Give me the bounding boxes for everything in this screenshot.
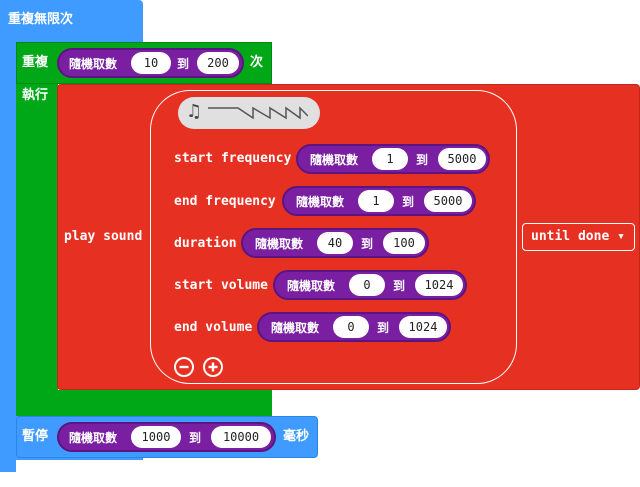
end-volume-label: end volume — [174, 320, 253, 335]
duration-label: duration — [174, 236, 237, 251]
pause-label: 暫停 — [22, 429, 49, 444]
random-label: 隨機取數 — [69, 57, 118, 71]
start-frequency-label: start frequency — [174, 151, 292, 166]
random-to-label: 到 — [393, 279, 406, 293]
random-from-input[interactable]: 0 — [349, 274, 385, 296]
play-mode-dropdown[interactable]: until done ▾ — [522, 223, 635, 251]
start-volume-label: start volume — [174, 278, 268, 293]
random-to-label: 到 — [377, 321, 390, 335]
random-label: 隨機取數 — [287, 279, 336, 293]
random-to-input[interactable]: 1024 — [415, 274, 463, 296]
duration-random-block[interactable]: 隨機取數 40 到 100 — [241, 228, 429, 258]
random-to-input[interactable]: 1024 — [399, 316, 447, 338]
start-frequency-random-block[interactable]: 隨機取數 1 到 5000 — [296, 144, 490, 174]
random-to-label: 到 — [361, 237, 374, 251]
repeat-block-spine[interactable] — [16, 84, 58, 390]
add-parameter-button[interactable] — [203, 357, 223, 377]
repeat-times-suffix: 次 — [250, 55, 264, 70]
random-to-input[interactable]: 5000 — [424, 190, 472, 212]
random-to-input[interactable]: 10000 — [211, 426, 271, 448]
forever-label: 重複無限次 — [8, 12, 74, 27]
sound-effect-selector[interactable]: ♫ — [178, 97, 320, 129]
pause-unit-label: 毫秒 — [283, 429, 310, 444]
random-label: 隨機取數 — [271, 321, 320, 335]
random-from-input[interactable]: 0 — [333, 316, 369, 338]
random-to-input[interactable]: 100 — [383, 232, 425, 254]
forever-block-top[interactable] — [0, 0, 143, 42]
minus-icon — [176, 359, 192, 375]
music-note-icon: ♫ — [186, 101, 203, 122]
remove-parameter-button[interactable] — [174, 357, 194, 377]
random-from-input[interactable]: 1 — [372, 148, 408, 170]
plus-icon — [205, 359, 221, 375]
random-label: 隨機取數 — [69, 431, 118, 445]
repeat-block-bottom[interactable] — [16, 390, 272, 416]
pause-random-block[interactable]: 隨機取數 1000 到 10000 — [57, 422, 276, 452]
repeat-do-label: 執行 — [22, 88, 49, 103]
random-to-label: 到 — [402, 195, 415, 209]
end-frequency-label: end frequency — [174, 194, 276, 209]
random-to-label: 到 — [416, 153, 429, 167]
end-volume-random-block[interactable]: 隨機取數 0 到 1024 — [257, 312, 451, 342]
random-to-input[interactable]: 200 — [197, 52, 239, 74]
random-from-input[interactable]: 10 — [131, 52, 171, 74]
random-label: 隨機取數 — [310, 153, 359, 167]
play-sound-label: play sound — [64, 229, 143, 244]
random-to-label: 到 — [189, 431, 202, 445]
random-label: 隨機取數 — [296, 195, 345, 209]
waveform-icon — [208, 106, 308, 120]
end-frequency-random-block[interactable]: 隨機取數 1 到 5000 — [282, 186, 476, 216]
random-from-input[interactable]: 1 — [358, 190, 394, 212]
play-mode-value: until done ▾ — [531, 229, 625, 244]
random-to-input[interactable]: 5000 — [438, 148, 486, 170]
repeat-random-block[interactable]: 隨機取數 10 到 200 — [57, 48, 244, 78]
random-from-input[interactable]: 1000 — [131, 426, 181, 448]
random-from-input[interactable]: 40 — [317, 232, 353, 254]
random-label: 隨機取數 — [255, 237, 304, 251]
repeat-label: 重複 — [22, 55, 49, 70]
forever-block[interactable] — [0, 0, 16, 472]
random-to-label: 到 — [177, 57, 190, 71]
start-volume-random-block[interactable]: 隨機取數 0 到 1024 — [273, 270, 467, 300]
